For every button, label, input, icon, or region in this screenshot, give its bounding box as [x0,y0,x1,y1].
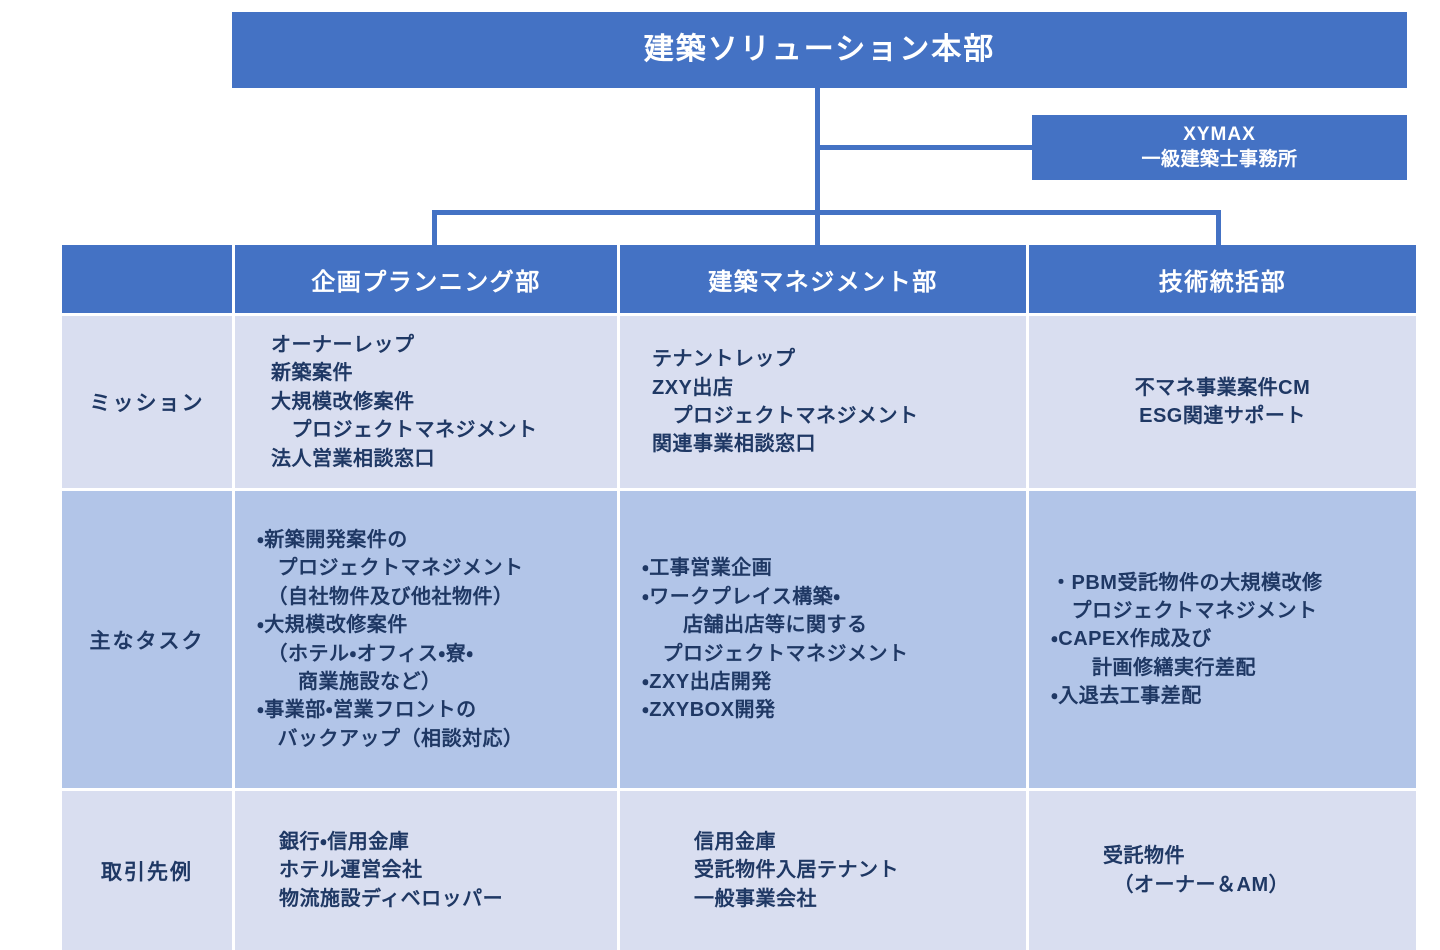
affiliate-org-box: XYMAX 一級建築士事務所 [1032,115,1407,180]
cell-tasks-planning: ・新築開発案件の プロジェクトマネジメント （自社物件及び他社物件） ・大規模改… [235,491,617,788]
row-header-client-examples: 取引先例 [62,791,232,950]
connector-leg-left [432,210,437,245]
affiliate-name: XYMAX [1183,124,1256,146]
connector-leg-right [1216,210,1221,245]
root-org-box: 建築ソリューション本部 [232,12,1407,88]
matrix-corner-cell [62,245,232,313]
cell-clients-technology: 受託物件 （オーナー＆AM） [1029,791,1416,950]
connector-trunk-vertical [815,88,820,214]
row-header-main-tasks: 主なタスク [62,491,232,788]
column-header-planning: 企画プランニング部 [235,245,617,313]
cell-mission-management: テナントレップ ZXY出店 プロジェクトマネジメント 関連事業相談窓口 [620,316,1026,488]
column-header-management: 建築マネジメント部 [620,245,1026,313]
connector-affiliate-branch [815,145,1035,150]
department-matrix: 企画プランニング部 建築マネジメント部 技術統括部 ミッション オーナーレップ … [62,245,1416,950]
cell-tasks-management: ・工事営業企画 ・ワークプレイス構築・ 店舗出店等に関する プロジェクトマネジメ… [620,491,1026,788]
row-header-mission: ミッション [62,316,232,488]
cell-clients-planning: 銀行・信用金庫 ホテル運営会社 物流施設ディベロッパー [235,791,617,950]
cell-mission-planning: オーナーレップ 新築案件 大規模改修案件 プロジェクトマネジメント 法人営業相談… [235,316,617,488]
root-org-label: 建築ソリューション本部 [643,32,996,66]
cell-clients-management: 信用金庫 受託物件入居テナント 一般事業会社 [620,791,1026,950]
column-header-technology: 技術統括部 [1029,245,1416,313]
connector-leg-middle [815,210,820,245]
cell-mission-technology: 不マネ事業案件CM ESG関連サポート [1029,316,1416,488]
cell-tasks-technology: ・PBM受託物件の大規模改修 プロジェクトマネジメント ・CAPEX作成及び 計… [1029,491,1416,788]
connector-horizontal-bus [432,210,1221,215]
affiliate-subtitle: 一級建築士事務所 [1141,148,1298,170]
